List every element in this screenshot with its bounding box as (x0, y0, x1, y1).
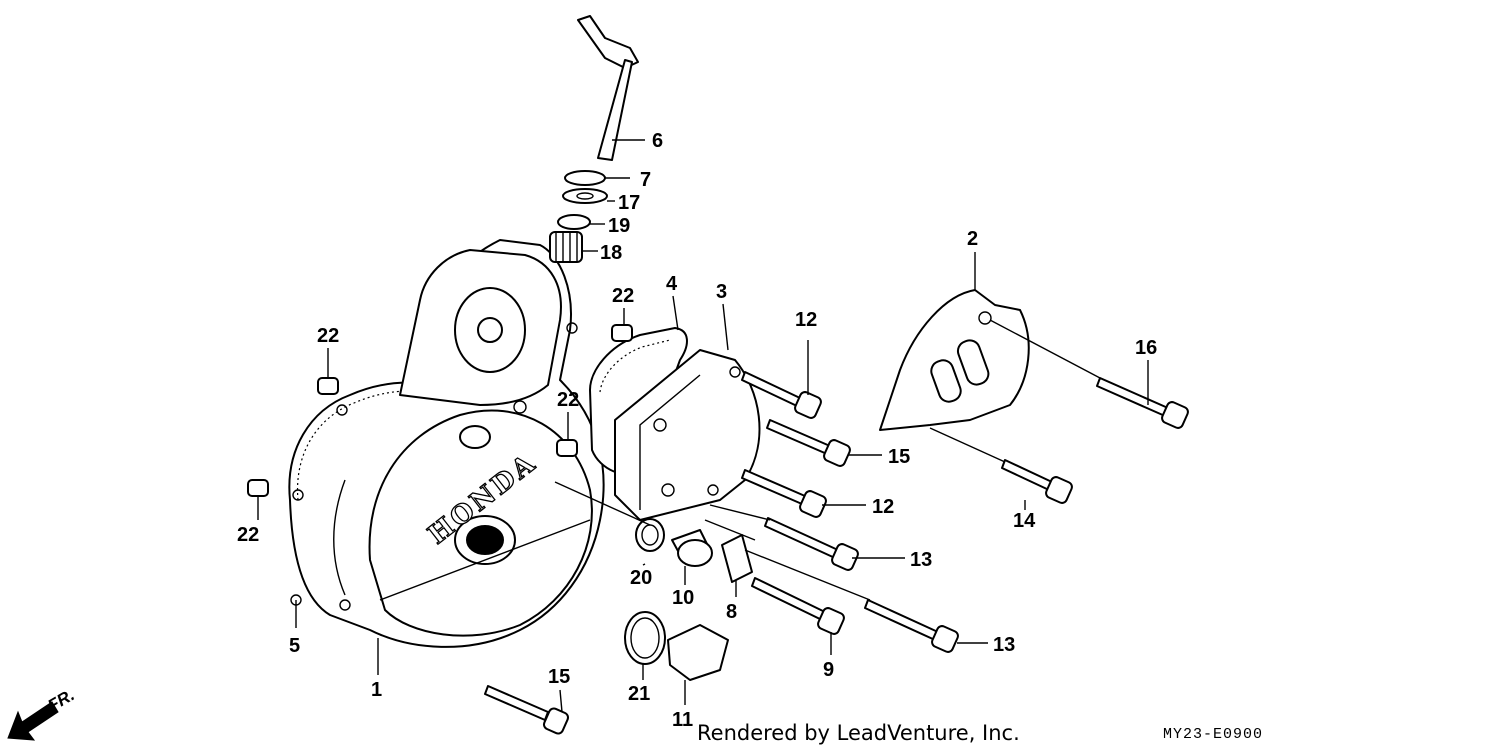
sprocket-cover-2 (879, 289, 1030, 431)
bolts (484, 371, 1189, 735)
callout-21: 21 (628, 683, 650, 705)
cover-3 (614, 349, 761, 521)
callout-11: 11 (672, 709, 693, 731)
callout-20: 20 (630, 567, 652, 589)
callout-12-lower: 12 (872, 496, 894, 518)
render-credit: Rendered by LeadVenture, Inc. (697, 721, 1020, 745)
callout-7: 7 (640, 169, 651, 191)
callout-10: 10 (672, 587, 694, 609)
leader-lines (257, 139, 1149, 713)
front-arrow-icon (7, 701, 59, 741)
callout-9: 9 (823, 659, 834, 681)
callout-15-lower: 15 (548, 666, 570, 688)
callout-18: 18 (600, 242, 622, 264)
callout-22-c: 22 (557, 389, 579, 411)
callout-1: 1 (371, 679, 382, 701)
callout-6: 6 (652, 130, 663, 152)
plugs-and-clamp (624, 518, 753, 681)
callout-3: 3 (716, 281, 727, 303)
callout-14: 14 (1013, 510, 1036, 532)
callout-19: 19 (608, 215, 630, 237)
callout-4: 4 (666, 273, 678, 295)
callout-16: 16 (1135, 337, 1157, 359)
callout-15-middle: 15 (888, 446, 910, 468)
callout-22-d: 22 (237, 524, 259, 546)
dowel-pins (247, 324, 633, 497)
callout-5: 5 (289, 635, 300, 657)
diagram-code: MY23-E0900 (1163, 726, 1263, 743)
callout-12-upper: 12 (795, 309, 817, 331)
callout-labels: 1 2 3 4 5 6 7 8 9 10 11 12 12 13 13 14 1… (237, 130, 1157, 731)
callout-22-b: 22 (612, 285, 634, 307)
callout-8: 8 (726, 601, 737, 623)
callout-13-lower: 13 (993, 634, 1015, 656)
callout-22-a: 22 (317, 325, 339, 347)
callout-13-upper: 13 (910, 549, 932, 571)
callout-17: 17 (618, 192, 640, 214)
front-direction-indicator: FR. (7, 685, 78, 741)
callout-2: 2 (967, 228, 978, 250)
shaft-assembly (549, 15, 639, 263)
left-crankcase-cover: HONDA (288, 239, 605, 648)
